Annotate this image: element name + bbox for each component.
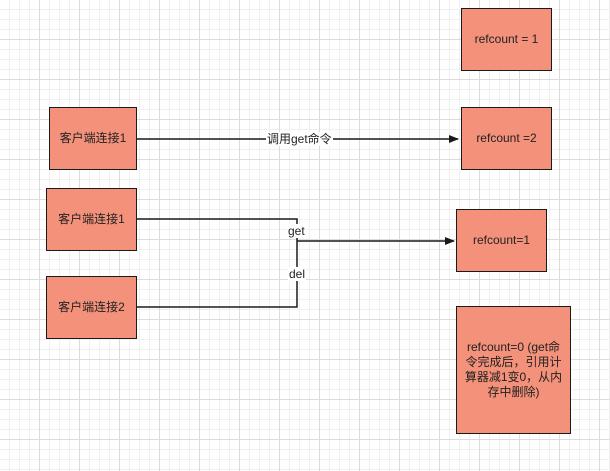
refcount-1-box: refcount = 1 bbox=[461, 8, 552, 71]
del-label: del bbox=[288, 267, 307, 281]
refcount-1-result-box: refcount=1 bbox=[456, 209, 547, 272]
get-connector bbox=[137, 218, 298, 241]
client-connection-1-top-box: 客户端连接1 bbox=[49, 107, 137, 170]
call-get-label: 调用get命令 bbox=[266, 132, 333, 146]
client-connection-1-box: 客户端连接1 bbox=[46, 188, 137, 251]
get-label: get bbox=[287, 224, 306, 238]
refcount-2-box: refcount =2 bbox=[461, 107, 552, 170]
refcount-0-box: refcount=0 (get命令完成后，引用计算器减1变0，从内存中删除) bbox=[456, 306, 571, 434]
del-connector bbox=[137, 241, 298, 308]
client-connection-2-box: 客户端连接2 bbox=[46, 276, 137, 339]
